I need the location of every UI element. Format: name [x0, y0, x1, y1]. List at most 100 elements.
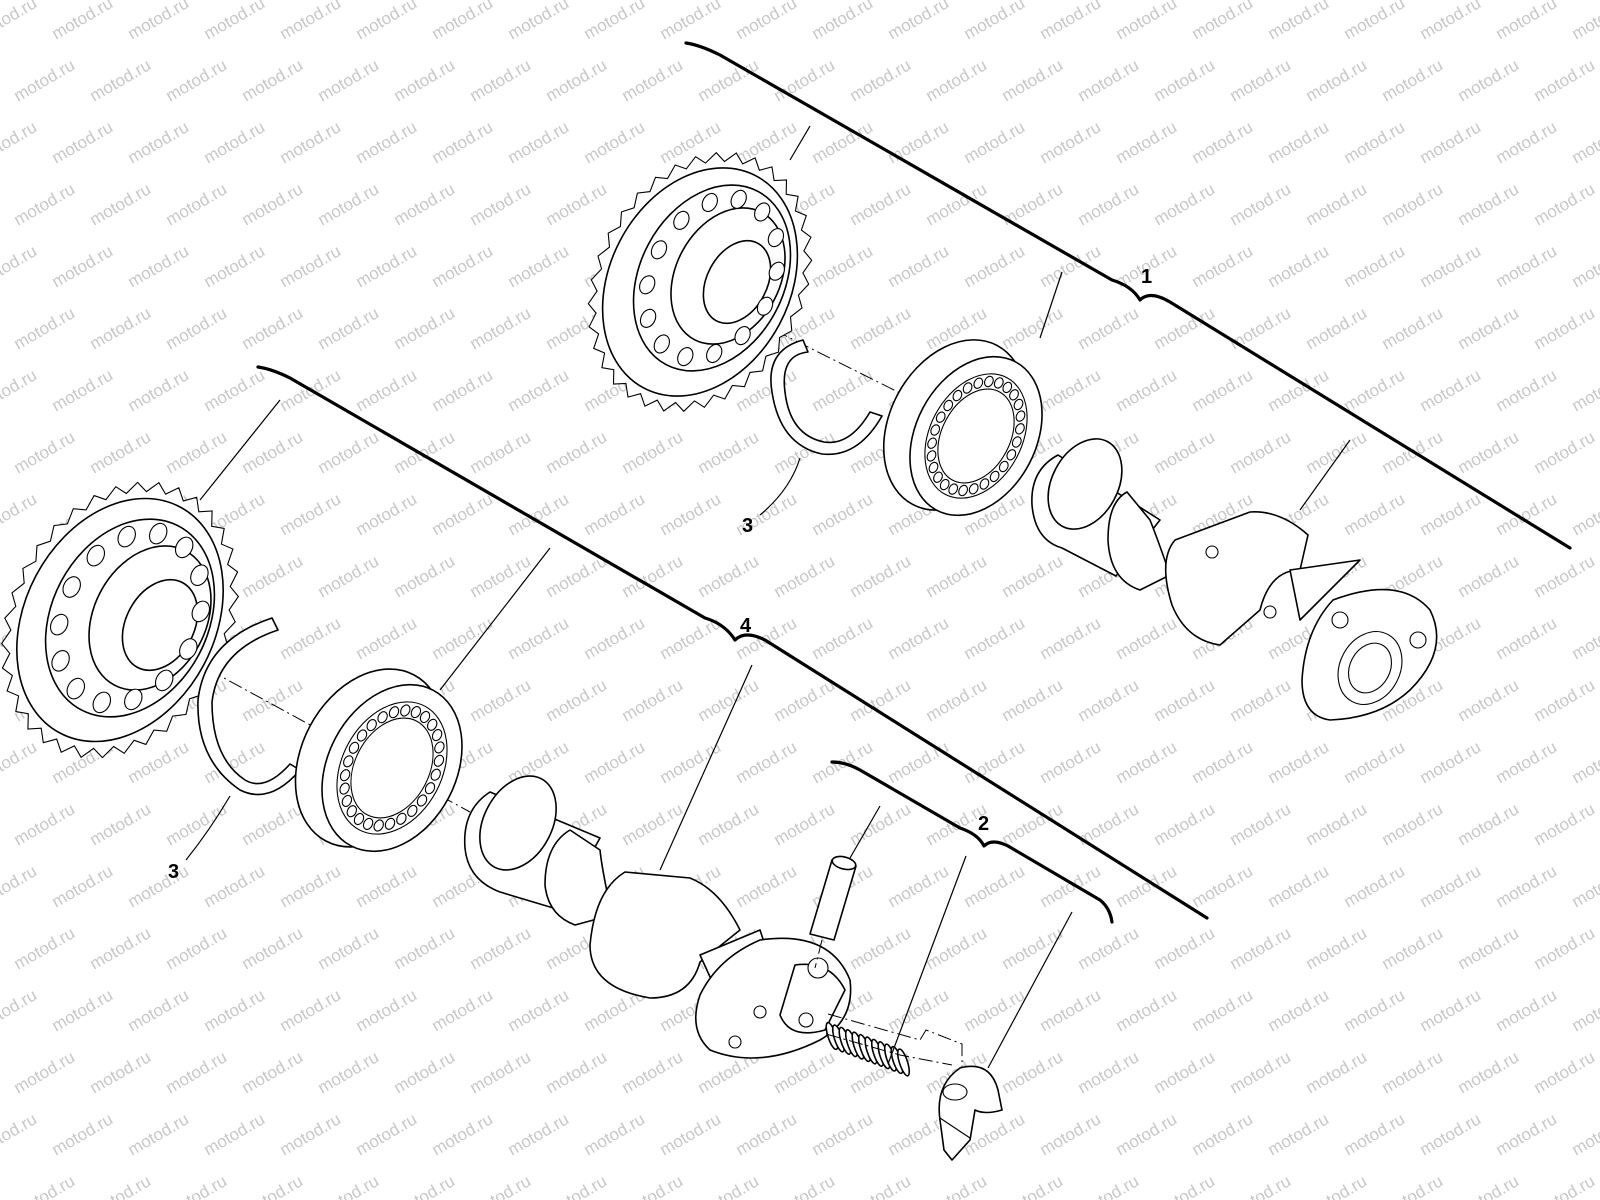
- callout-assembly-upper: 1: [1141, 266, 1152, 288]
- watermark-text: motod.ru: [1037, 737, 1105, 787]
- bearing-roller: [930, 424, 941, 436]
- watermark-text: motod.ru: [277, 241, 345, 291]
- watermark-text: motod.ru: [125, 861, 193, 911]
- leader-upper-sprocket: [789, 125, 811, 161]
- bearing-roller: [962, 382, 973, 394]
- bearing-roller: [1006, 449, 1017, 461]
- watermark-text: motod.ru: [809, 1109, 877, 1159]
- watermark-text: motod.ru: [999, 303, 1067, 353]
- decompressor-weight: [938, 1065, 1003, 1161]
- watermark-text: motod.ru: [49, 861, 117, 911]
- watermark-text: motod.ru: [657, 1109, 725, 1159]
- leader-upper-ring: [759, 457, 801, 516]
- watermark-text: motod.ru: [885, 241, 953, 291]
- watermark-text: motod.ru: [1341, 0, 1409, 43]
- watermark-text: motod.ru: [543, 1171, 611, 1200]
- watermark-text: motod.ru: [1151, 923, 1219, 973]
- watermark-text: motod.ru: [315, 179, 383, 229]
- watermark-text: motod.ru: [391, 55, 459, 105]
- watermark-text: motod.ru: [1303, 303, 1371, 353]
- bearing-roller: [926, 450, 937, 462]
- watermark-text: motod.ru: [999, 55, 1067, 105]
- watermark-text: motod.ru: [277, 0, 345, 43]
- watermark-text: motod.ru: [467, 675, 535, 725]
- watermark-text: motod.ru: [391, 923, 459, 973]
- watermark-text: motod.ru: [1493, 489, 1561, 539]
- watermark-text: motod.ru: [1075, 55, 1143, 105]
- bearing-roller: [993, 377, 1004, 389]
- watermark-text: motod.ru: [619, 799, 687, 849]
- watermark-text: motod.ru: [11, 1047, 79, 1097]
- watermark-text: motod.ru: [847, 923, 915, 973]
- watermark-text: motod.ru: [657, 489, 725, 539]
- watermark-text: motod.ru: [733, 0, 801, 43]
- watermark-text: motod.ru: [1075, 923, 1143, 973]
- watermark-text: motod.ru: [0, 985, 40, 1035]
- watermark-text: motod.ru: [0, 241, 40, 291]
- bearing-roller: [927, 437, 937, 449]
- watermark-text: motod.ru: [1037, 365, 1105, 415]
- watermark-text: motod.ru: [1303, 1171, 1371, 1200]
- watermark-text: motod.ru: [1417, 737, 1485, 787]
- sprocket-hole: [191, 600, 211, 623]
- bearing-roller: [424, 782, 436, 795]
- watermark-text: motod.ru: [0, 1047, 2, 1097]
- spring-coil: [896, 1048, 911, 1077]
- watermark-text: motod.ru: [1569, 861, 1600, 911]
- watermark-text: motod.ru: [87, 55, 155, 105]
- watermark-text: motod.ru: [1455, 551, 1523, 601]
- callout-ring-upper: 3: [742, 515, 753, 537]
- watermark-text: motod.ru: [1189, 985, 1257, 1035]
- watermark-text: motod.ru: [1303, 1047, 1371, 1097]
- leader-weight: [987, 911, 1073, 1069]
- bracket-lower: [256, 365, 1209, 920]
- watermark-text: motod.ru: [1493, 985, 1561, 1035]
- bearing-roller: [434, 741, 445, 754]
- watermark-text: motod.ru: [391, 303, 459, 353]
- bearing-roller: [1015, 410, 1026, 422]
- watermark-text: motod.ru: [1151, 799, 1219, 849]
- watermark-text: motod.ru: [429, 365, 497, 415]
- bearing-roller: [419, 710, 431, 724]
- watermark-text: motod.ru: [543, 675, 611, 725]
- watermark-text: motod.ru: [923, 923, 991, 973]
- watermark-text: motod.ru: [1113, 0, 1181, 43]
- watermark-text: motod.ru: [0, 55, 2, 105]
- watermark-text: motod.ru: [1531, 923, 1599, 973]
- watermark-text: motod.ru: [1569, 737, 1600, 787]
- watermark-text: motod.ru: [1569, 0, 1600, 43]
- watermark-text: motod.ru: [467, 923, 535, 973]
- bearing-roller: [384, 817, 396, 830]
- bearing-roller: [1011, 436, 1022, 448]
- watermark-text: motod.ru: [733, 737, 801, 787]
- watermark-text: motod.ru: [1379, 799, 1447, 849]
- bearing-roller: [426, 718, 438, 731]
- watermark-text: motod.ru: [125, 241, 193, 291]
- watermark-text: motod.ru: [1113, 613, 1181, 663]
- bearing-roller: [388, 706, 400, 719]
- watermark-text: motod.ru: [581, 613, 649, 663]
- sprocket-hole: [51, 650, 70, 672]
- watermark-text: motod.ru: [1531, 799, 1599, 849]
- watermark-text: motod.ru: [1455, 799, 1523, 849]
- watermark-text: motod.ru: [49, 241, 117, 291]
- watermark-text: motod.ru: [809, 365, 877, 415]
- bearing-roller: [989, 470, 1000, 483]
- watermark-text: motod.ru: [999, 675, 1067, 725]
- sprocket-hole: [639, 308, 657, 328]
- lower-timing-sprocket: [0, 481, 240, 759]
- watermark-text: motod.ru: [87, 799, 155, 849]
- watermark-text: motod.ru: [1455, 675, 1523, 725]
- watermark-text: motod.ru: [1227, 179, 1295, 229]
- bracket-kit: [830, 760, 1114, 924]
- sprocket-hole: [701, 192, 718, 213]
- watermark-text: motod.ru: [1455, 179, 1523, 229]
- watermark-text: motod.ru: [1303, 55, 1371, 105]
- watermark-text: motod.ru: [1455, 1171, 1523, 1200]
- bearing-roller: [356, 729, 368, 742]
- watermark-text: motod.ru: [999, 551, 1067, 601]
- sprocket-hole: [639, 275, 656, 295]
- watermark-text: motod.ru: [0, 0, 40, 43]
- watermark-text: motod.ru: [163, 303, 231, 353]
